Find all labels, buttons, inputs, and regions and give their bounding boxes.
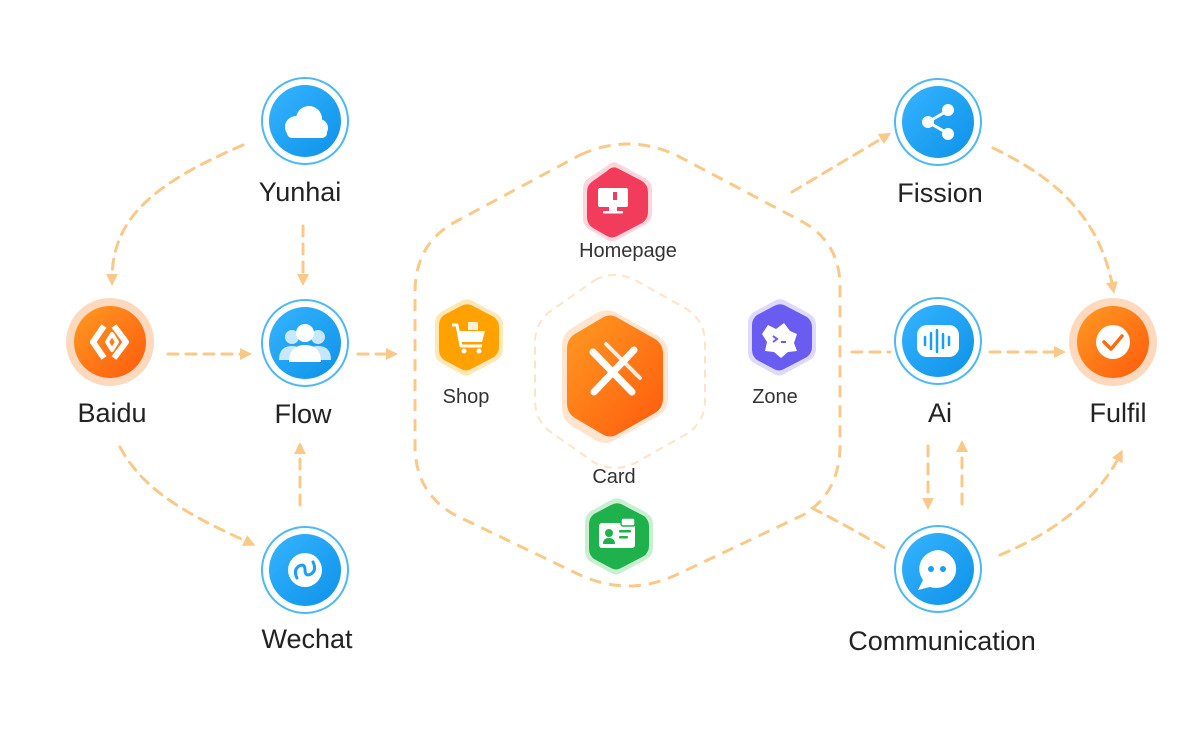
- node-flow[interactable]: [261, 299, 349, 387]
- node-label-baidu: Baidu: [77, 398, 147, 428]
- node-ai[interactable]: [894, 297, 982, 385]
- hub-center-logo[interactable]: [562, 310, 668, 443]
- edge-hub-fission: [790, 132, 892, 194]
- node-label-wechat: Wechat: [261, 624, 353, 654]
- hub-zone[interactable]: [748, 299, 816, 376]
- edge-fission-fulfil: [991, 146, 1118, 294]
- check-icon: [1096, 325, 1130, 359]
- node-yunhai[interactable]: [261, 77, 349, 165]
- business-card-icon: [599, 517, 636, 548]
- hub-outline-inner: [534, 274, 706, 469]
- monitor-icon: [598, 188, 628, 214]
- hub-outline-outer: [413, 142, 842, 588]
- hub-card[interactable]: [585, 498, 653, 575]
- users-icon: [279, 324, 331, 362]
- voice-wave-icon: [917, 325, 959, 357]
- node-label-ai: Ai: [927, 398, 953, 428]
- baidu-cloud-logo-icon: [90, 324, 129, 360]
- node-label-communication: Communication: [848, 626, 1036, 656]
- edge-hub-communication: [810, 506, 890, 552]
- brand-x-logo-icon: [589, 342, 642, 396]
- hub-label-card: Card: [592, 466, 636, 488]
- hub-homepage[interactable]: [583, 162, 652, 242]
- edge-communication-fulfil: [998, 449, 1123, 557]
- connectors: [106, 132, 1123, 557]
- edge-yunhai-baidu: [106, 143, 245, 286]
- node-baidu[interactable]: [66, 298, 154, 386]
- node-label-flow: Flow: [274, 399, 332, 429]
- hub-label-zone: Zone: [752, 386, 798, 408]
- node-label-fulfil: Fulfil: [1089, 398, 1147, 428]
- node-fission[interactable]: [894, 78, 982, 166]
- chat-bubble-icon: [918, 550, 957, 590]
- mini-program-icon: [288, 553, 322, 587]
- node-wechat[interactable]: [261, 526, 349, 614]
- node-label-yunhai: Yunhai: [258, 177, 342, 207]
- node-fulfil[interactable]: [1069, 298, 1157, 386]
- mascot-icon: [762, 323, 797, 358]
- cloud-icon: [285, 106, 328, 138]
- node-label-fission: Fission: [897, 178, 983, 208]
- hub-shop[interactable]: [435, 299, 503, 376]
- hub-label-homepage: Homepage: [579, 240, 677, 262]
- cart-icon: [452, 322, 485, 354]
- share-icon: [922, 104, 954, 140]
- edge-baidu-wechat: [118, 445, 256, 546]
- node-communication[interactable]: [894, 525, 982, 613]
- hub-label-shop: Shop: [442, 386, 490, 408]
